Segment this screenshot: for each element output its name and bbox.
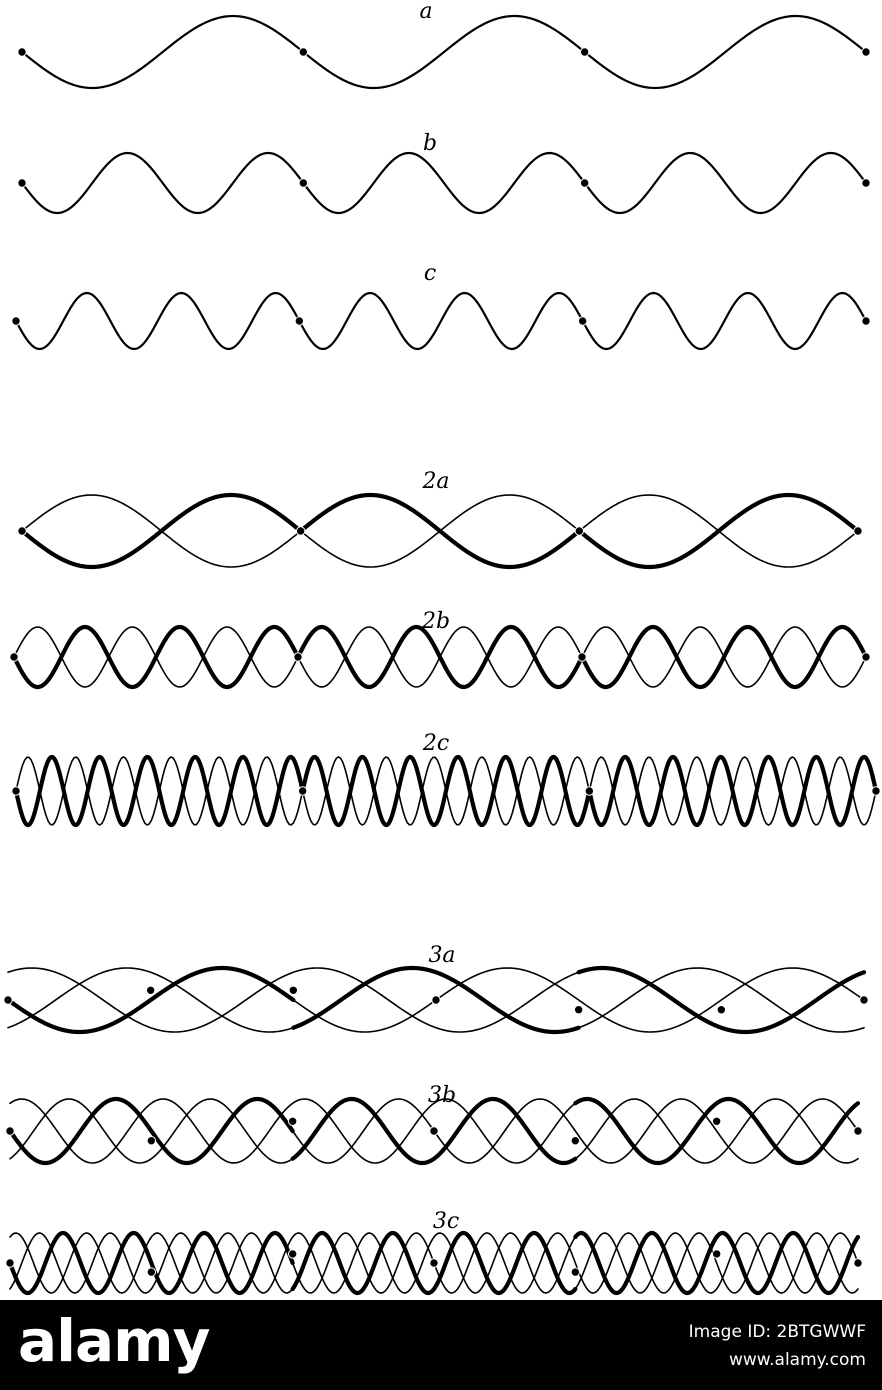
wave-strand-a-1 [20,14,868,90]
wave-node-3a-6 [859,995,869,1005]
watermark-bar: alamy Image ID: 2BTGWWF www.alamy.com [0,1300,882,1390]
wave-node-3b-4 [570,1136,581,1146]
wave-emphasis-2c-3 [587,754,879,828]
wave-node-3b-5 [711,1116,722,1127]
wave-node-2c-2 [584,786,595,796]
wave-node-3c-5 [711,1249,722,1259]
watermark-url: www.alamy.com [728,1350,866,1370]
wave-node-3b-3 [429,1126,439,1136]
wave-node-2a-1 [295,526,306,536]
wave-emphasis-3b-3 [573,1096,861,1166]
wave-node-3a-3 [431,995,441,1005]
wave-node-3b-1 [146,1136,157,1146]
wave-node-a-0 [17,47,27,57]
wave-node-2a-2 [574,526,585,536]
wave-row-3c: 3c [5,1209,863,1296]
wave-node-2a-3 [853,526,863,536]
wave-node-c-0 [11,316,21,326]
wave-node-3b-6 [853,1126,863,1136]
row-label-a: a [419,0,432,24]
wave-node-3c-1 [146,1267,157,1277]
wave-node-2a-0 [17,526,27,536]
wave-node-3c-2 [287,1249,298,1259]
wave-node-3b-2 [287,1116,298,1127]
wave-row-b: b [17,131,871,215]
wave-emphasis-3c-2 [290,1230,578,1296]
wave-emphasis-2a-2 [298,492,582,570]
watermark-logo: alamy [18,1307,210,1375]
wave-node-3a-4 [573,1005,584,1015]
row-label-2a: 2a [421,469,449,494]
wave-emphasis-3a-2 [291,965,581,1035]
wave-emphasis-2b-3 [579,624,869,690]
wave-emphasis-2b-1 [11,624,301,690]
wave-emphasis-3a-3 [576,965,867,1035]
wave-row-2a: 2a [17,469,863,570]
wave-node-b-1 [298,178,309,188]
wave-node-2b-3 [861,652,871,662]
row-label-b: b [423,131,437,156]
wave-node-c-2 [577,316,588,326]
wave-node-b-2 [579,178,590,188]
wave-node-3c-0 [5,1258,15,1268]
wave-strand-b-1 [20,151,868,215]
wave-emphasis-3a-1 [5,965,296,1035]
wave-emphasis-2c-1 [13,754,305,828]
wave-node-3c-6 [853,1258,863,1268]
row-label-c: c [424,261,436,286]
wave-node-2b-2 [577,652,587,662]
wave-node-3c-4 [570,1267,581,1277]
wave-node-a-3 [861,47,871,57]
wave-node-3c-3 [429,1258,439,1268]
row-label-3c: 3c [433,1209,459,1234]
wave-node-c-3 [861,316,871,326]
wave-node-3b-0 [5,1126,15,1136]
watermark-image-id: Image ID: 2BTGWWF [688,1322,866,1342]
standing-wave-illustration: a b c 2a 2b 2c 3a 3b 3c [3,0,881,1296]
wave-node-b-3 [861,178,871,188]
wave-node-a-1 [298,47,309,57]
wave-node-b-0 [17,178,27,188]
wave-row-2c: 2c [11,731,881,828]
wave-node-3a-0 [3,995,13,1005]
wave-node-2c-3 [871,786,881,796]
row-label-2c: 2c [422,731,449,756]
wave-node-3a-2 [288,985,299,995]
wave-row-a: a [17,0,871,90]
wave-node-3a-1 [145,985,156,995]
wave-node-2c-0 [11,786,21,796]
wave-node-c-1 [294,316,305,326]
wave-node-2c-1 [297,786,308,796]
wave-diagram-svg: a b c 2a 2b 2c 3a 3b 3c [3,0,881,1296]
wave-row-2b: 2b [9,609,871,690]
row-label-3a: 3a [428,943,455,968]
wave-emphasis-3b-2 [290,1096,578,1166]
wave-node-2b-1 [293,652,303,662]
wave-node-a-2 [579,47,590,57]
wave-node-3a-5 [716,1005,727,1015]
wave-emphasis-2a-1 [19,492,303,570]
wave-emphasis-3b-1 [7,1096,295,1166]
wave-row-c: c [11,261,871,351]
wave-row-3a: 3a [3,943,869,1035]
wave-emphasis-3c-3 [573,1230,861,1296]
wave-emphasis-2c-2 [300,754,592,828]
wave-node-2b-0 [9,652,19,662]
wave-emphasis-2a-3 [577,492,861,570]
wave-emphasis-2b-2 [295,624,585,690]
wave-emphasis-3c-1 [7,1230,295,1296]
wave-strand-c-1 [14,291,868,351]
wave-row-3b: 3b [5,1083,863,1166]
